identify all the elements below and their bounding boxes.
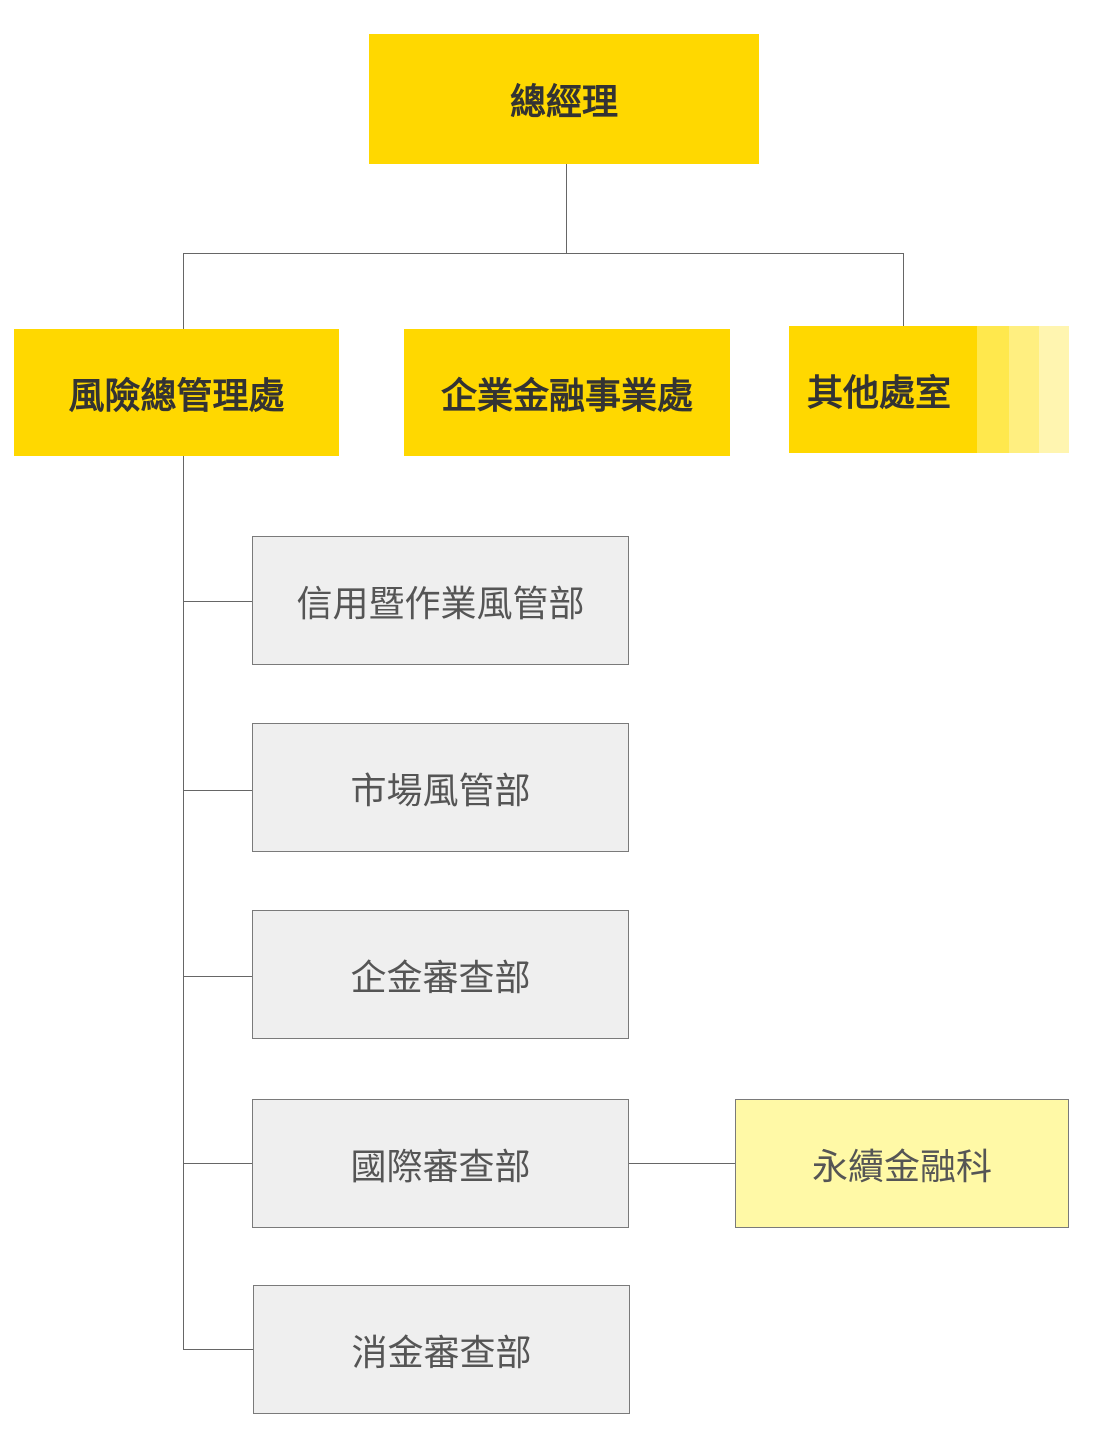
fade-stripe bbox=[1039, 326, 1069, 453]
connector-other-up bbox=[903, 253, 904, 327]
department-label: 信用暨作業風管部 bbox=[296, 583, 585, 625]
connector-dept-2 bbox=[183, 790, 252, 791]
connector-subunit bbox=[629, 1163, 735, 1164]
department-label: 消金審查部 bbox=[351, 1332, 532, 1374]
connector-division-bus bbox=[183, 253, 904, 254]
division-corporate-banking: 企業金融事業處 bbox=[404, 329, 730, 456]
department-consumer-credit-review: 消金審查部 bbox=[253, 1285, 630, 1414]
department-corporate-credit-review: 企金審查部 bbox=[252, 910, 629, 1039]
subunit-sustainable-finance: 永續金融科 bbox=[735, 1099, 1069, 1228]
connector-dept-1 bbox=[183, 601, 252, 602]
division-other-offices: 其他處室 bbox=[789, 326, 1069, 453]
department-label: 國際審查部 bbox=[350, 1146, 531, 1188]
ceo-box: 總經理 bbox=[369, 34, 759, 164]
connector-ceo-down bbox=[566, 164, 567, 254]
subunit-label: 永續金融科 bbox=[811, 1146, 992, 1188]
division-label: 企業金融事業處 bbox=[440, 375, 693, 417]
fade-stripe bbox=[977, 326, 1009, 453]
connector-departments-trunk bbox=[183, 456, 184, 1350]
connector-risk-up bbox=[183, 253, 184, 329]
connector-dept-3 bbox=[183, 976, 252, 977]
connector-dept-5 bbox=[183, 1349, 253, 1350]
ceo-label: 總經理 bbox=[509, 82, 618, 123]
fade-stripe bbox=[1009, 326, 1039, 453]
department-label: 企金審查部 bbox=[350, 957, 531, 999]
department-international-credit-review: 國際審查部 bbox=[252, 1099, 629, 1228]
division-risk-management: 風險總管理處 bbox=[14, 329, 339, 456]
department-label: 市場風管部 bbox=[350, 770, 531, 812]
department-credit-operational-risk: 信用暨作業風管部 bbox=[252, 536, 629, 665]
division-label: 風險總管理處 bbox=[68, 375, 285, 417]
department-market-risk: 市場風管部 bbox=[252, 723, 629, 852]
division-label: 其他處室 bbox=[807, 372, 952, 414]
connector-dept-4 bbox=[183, 1163, 252, 1164]
